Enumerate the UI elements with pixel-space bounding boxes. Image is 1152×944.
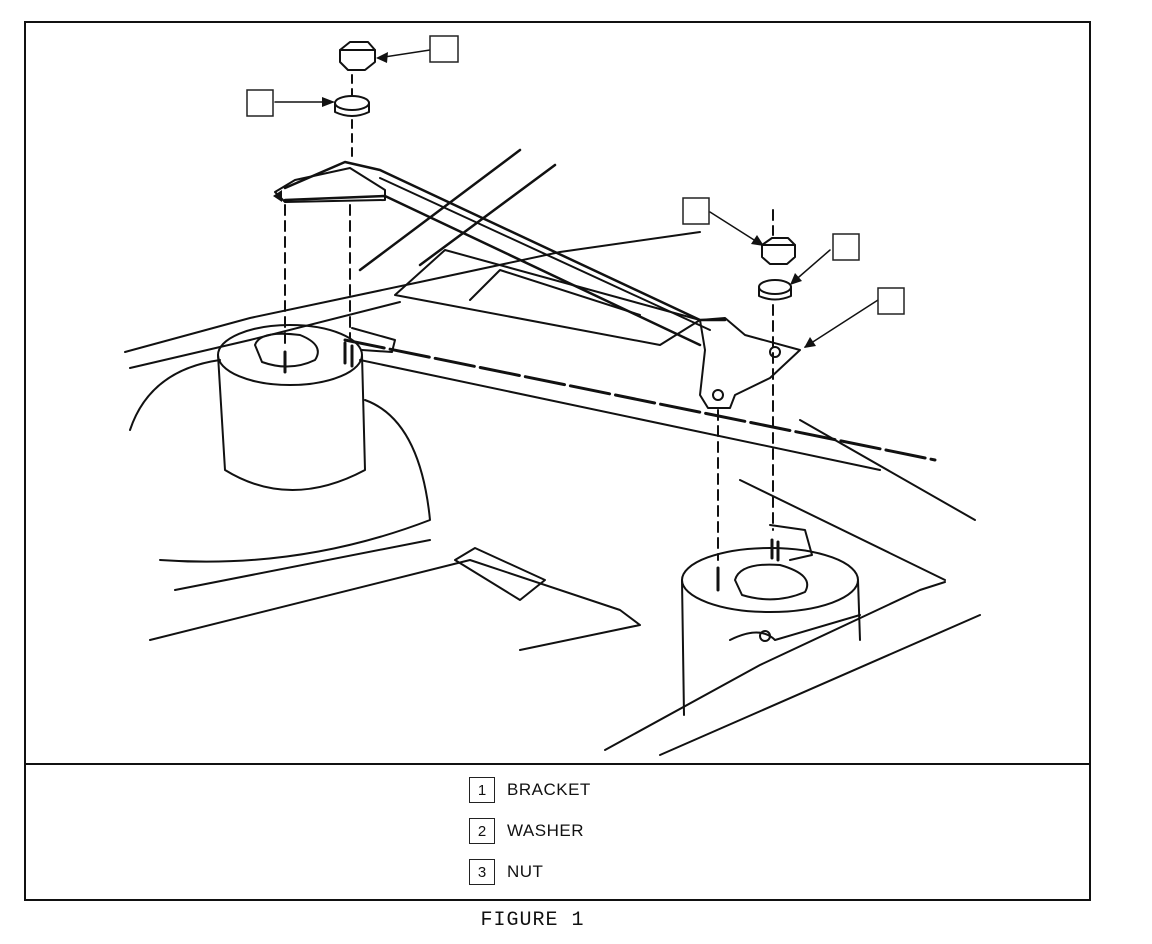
brace-right-hole-2 (712, 389, 724, 401)
callout-arrow-bracket (804, 337, 816, 348)
brace-bar-mid (379, 177, 711, 331)
washer-top (334, 95, 370, 111)
legend-item: 3 NUT (469, 858, 543, 886)
windshield-edge (358, 148, 522, 272)
callout-arrow-nut-top (376, 52, 388, 63)
callout-arrow-washer-right (790, 273, 802, 285)
firewall-line-2 (359, 359, 881, 471)
cowl-line (124, 231, 701, 353)
right-strut-opening (734, 563, 809, 601)
legend-number-box: 3 (469, 859, 495, 885)
legend-item: 1 BRACKET (469, 776, 591, 804)
callout-arrow-nut-right (751, 235, 764, 246)
legend-label: BRACKET (507, 780, 591, 799)
right-strut-tab (769, 524, 813, 561)
firewall-line (343, 338, 937, 462)
legend-item: 2 WASHER (469, 817, 584, 845)
left-strut-tower-body (217, 354, 366, 491)
nut-right (761, 237, 796, 265)
cowl-vent-inner (469, 269, 641, 316)
diagram-frame (24, 21, 1091, 901)
fender-right (799, 419, 976, 521)
legend-label: NUT (507, 862, 544, 881)
right-mount-hole (759, 630, 771, 642)
right-strut-tower-body (681, 579, 861, 716)
left-strut-tab (351, 327, 396, 353)
callout-box-washer-top (246, 89, 274, 117)
washer-right-side (758, 286, 792, 301)
brace-bar-bottom (283, 194, 702, 347)
legend-label: WASHER (507, 821, 584, 840)
brace-left-dot (273, 190, 282, 202)
left-studs (283, 341, 354, 374)
callout-box-washer-right (832, 233, 860, 261)
brace-left-flange (274, 167, 386, 203)
callout-box-bracket (877, 287, 905, 315)
callout-leader-nut-right (709, 211, 763, 246)
right-lower-panel-2 (659, 614, 981, 756)
fender-right-2 (739, 479, 946, 581)
left-frame-rail (149, 559, 641, 651)
right-lower-panel-3 (729, 614, 861, 641)
washer-right (758, 279, 792, 295)
callout-leader-bracket (804, 299, 879, 348)
windshield-edge-2 (418, 163, 557, 267)
left-rail-brace (454, 547, 546, 601)
right-studs (716, 538, 780, 592)
left-wheelhouse (129, 359, 431, 563)
callout-box-nut-top (429, 35, 459, 63)
cowl-line-2 (129, 301, 401, 369)
figure-caption: FIGURE 1 (480, 909, 585, 932)
brace-right-hole-1 (769, 346, 781, 358)
legend-number-box: 1 (469, 777, 495, 803)
washer-top-side (334, 102, 370, 117)
brace-right-foot (699, 317, 801, 409)
legend-number-box: 2 (469, 818, 495, 844)
right-strut-tower-top (681, 547, 859, 613)
right-lower-panel (604, 581, 946, 751)
left-frame-rail-2 (174, 539, 431, 591)
nut-top (339, 41, 376, 71)
callout-arrow-washer-top (322, 97, 335, 107)
callout-box-nut-right (682, 197, 710, 225)
